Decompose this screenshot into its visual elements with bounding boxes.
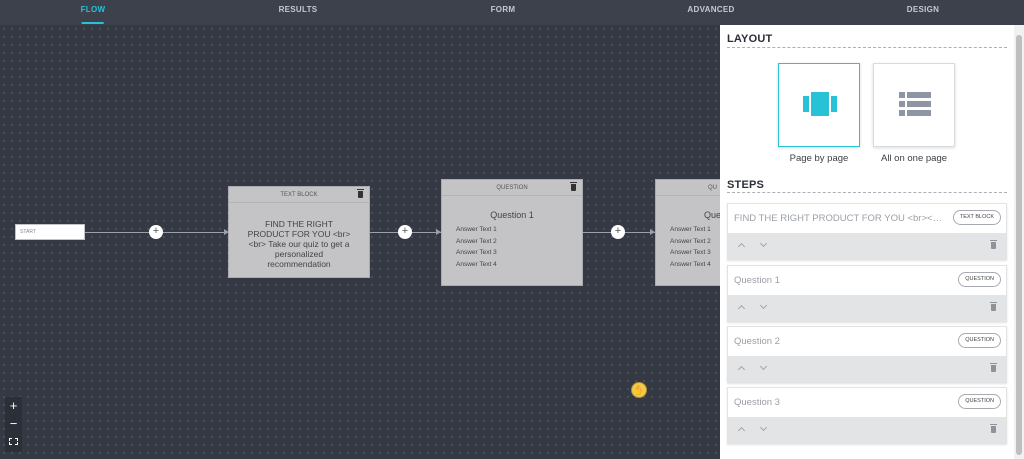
layout-option-page-by-page[interactable] (778, 63, 860, 147)
carousel-icon (803, 92, 837, 116)
step-title: FIND THE RIGHT PRODUCT FOR YOU <br><br> … (734, 213, 944, 224)
step-actions (728, 356, 1006, 382)
connector-arrow (224, 229, 229, 235)
step-type-badge: QUESTION (958, 272, 1001, 287)
node-title: Que (704, 210, 720, 220)
trash-icon[interactable] (990, 363, 997, 372)
answer-item: Answer Text 3 (456, 249, 497, 256)
section-divider (727, 192, 1007, 193)
step-card[interactable]: FIND THE RIGHT PRODUCT FOR YOU <br><br> … (727, 203, 1007, 260)
step-card[interactable]: Question 1 QUESTION (727, 265, 1007, 322)
flow-canvas[interactable]: START + + + TEXT BLOCK FIND THE RIGHT PR… (0, 25, 720, 459)
layout-section-title: LAYOUT (727, 33, 773, 45)
zoom-out-button[interactable]: − (9, 416, 18, 431)
step-title: Question 1 (734, 275, 780, 286)
step-card[interactable]: Question 2 QUESTION (727, 326, 1007, 383)
node-title: FIND THE RIGHT PRODUCT FOR YOU <br> <br>… (247, 219, 351, 269)
scrollbar-thumb[interactable] (1016, 35, 1022, 455)
answer-item: Answer Text 1 (456, 226, 497, 233)
move-down-icon[interactable] (759, 301, 768, 310)
node-header: QU (656, 180, 720, 196)
steps-section-title: STEPS (727, 179, 765, 191)
move-up-icon[interactable] (737, 426, 746, 435)
answer-item: Answer Text 4 (456, 260, 497, 268)
node-header: TEXT BLOCK (229, 187, 369, 203)
list-icon (899, 92, 931, 116)
answer-item: Answer Text 4 (670, 260, 711, 268)
section-divider (727, 47, 1007, 48)
node-title: Question 1 (490, 210, 534, 220)
question-node[interactable]: QU Que Answer Text 1 Answer Text 2 Answe… (655, 179, 720, 286)
node-type-label: TEXT BLOCK (280, 192, 318, 198)
tab-form[interactable]: FORM (490, 5, 516, 14)
step-title: Question 3 (734, 397, 780, 408)
step-type-badge: QUESTION (958, 333, 1001, 348)
move-down-icon[interactable] (759, 423, 768, 432)
answer-list: Answer Text 1 Answer Text 2 Answer Text … (442, 220, 582, 270)
answer-item: Answer Text 2 (670, 237, 711, 245)
step-actions (728, 295, 1006, 321)
tab-design[interactable]: DESIGN (906, 5, 940, 14)
step-type-badge: QUESTION (958, 394, 1001, 409)
node-header: QUESTION (442, 180, 582, 196)
answer-item: Answer Text 2 (456, 237, 497, 245)
tab-advanced[interactable]: ADVANCED (687, 5, 735, 14)
text-block-node[interactable]: TEXT BLOCK FIND THE RIGHT PRODUCT FOR YO… (228, 186, 370, 278)
connector-arrow (650, 229, 655, 235)
trash-icon[interactable] (570, 182, 577, 191)
step-actions (728, 417, 1006, 443)
zoom-in-button[interactable]: + (9, 398, 18, 413)
top-nav: FLOW RESULTS FORM ADVANCED DESIGN (0, 0, 1024, 25)
tab-flow[interactable]: FLOW (81, 0, 106, 25)
answer-item: Answer Text 3 (670, 249, 711, 256)
trash-icon[interactable] (990, 302, 997, 311)
start-node[interactable]: START (15, 224, 85, 240)
answer-list: Answer Text 1 Answer Text 2 Answer Text … (656, 220, 720, 270)
trash-icon[interactable] (357, 189, 364, 198)
add-step-button[interactable]: + (398, 225, 412, 239)
layout-option-label: Page by page (789, 153, 849, 164)
move-up-icon[interactable] (737, 242, 746, 251)
hand-cursor-icon: ✋ (631, 382, 647, 398)
add-step-button[interactable]: + (611, 225, 625, 239)
panel-scrollbar[interactable] (1014, 25, 1024, 459)
settings-panel: LAYOUT Page by page All on one page STEP… (720, 25, 1024, 459)
move-down-icon[interactable] (759, 362, 768, 371)
answer-item: Answer Text 1 (670, 226, 711, 233)
step-type-badge: TEXT BLOCK (952, 210, 1001, 225)
step-actions (728, 233, 1006, 259)
trash-icon[interactable] (990, 240, 997, 249)
connector-arrow (436, 229, 441, 235)
node-type-label: QU (708, 185, 717, 191)
zoom-controls: + − (5, 397, 22, 452)
trash-icon[interactable] (990, 424, 997, 433)
tab-results[interactable]: RESULTS (278, 5, 318, 14)
fit-screen-icon[interactable] (5, 433, 22, 451)
move-down-icon[interactable] (759, 239, 768, 248)
layout-option-all-on-one-page[interactable] (873, 63, 955, 147)
layout-option-label: All on one page (880, 153, 948, 164)
node-type-label: QUESTION (496, 185, 528, 191)
move-up-icon[interactable] (737, 365, 746, 374)
move-up-icon[interactable] (737, 304, 746, 313)
step-title: Question 2 (734, 336, 780, 347)
question-node[interactable]: QUESTION Question 1 Answer Text 1 Answer… (441, 179, 583, 286)
step-card[interactable]: Question 3 QUESTION (727, 387, 1007, 444)
add-step-button[interactable]: + (149, 225, 163, 239)
